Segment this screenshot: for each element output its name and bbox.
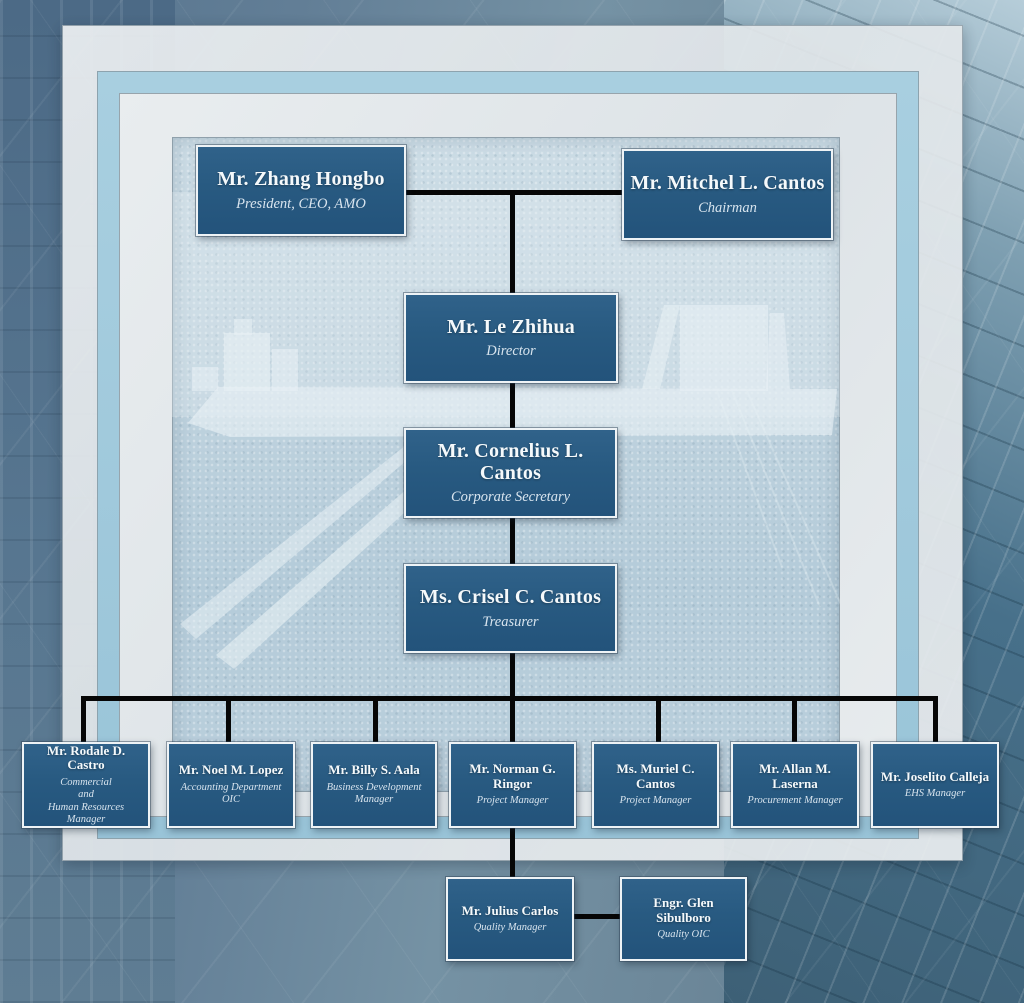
connector-stub-7 (933, 696, 938, 744)
person-title: Procurement Manager (747, 795, 843, 807)
person-name: Ms. Crisel C. Cantos (419, 586, 602, 609)
org-node-chairman: Mr. Mitchel L. Cantos Chairman (622, 149, 833, 240)
person-name: Mr. Norman G. Ringor (469, 761, 556, 791)
connector-distribution-bus (81, 696, 938, 701)
person-name: Mr. Julius Carlos (461, 902, 559, 918)
person-title: Corporate Secretary (450, 489, 571, 506)
org-node-hr-manager: Mr. Rodale D. Castro Commercial and Huma… (22, 742, 150, 828)
org-node-procurement-manager: Mr. Allan M. Laserna Procurement Manager (731, 742, 859, 828)
person-title: Project Manager (619, 795, 692, 807)
connector-stub-3 (373, 696, 378, 744)
org-node-project-manager-1: Mr. Norman G. Ringor Project Manager (449, 742, 576, 828)
person-title: Accounting Department OIC (180, 781, 282, 806)
person-title: Commercial and Human Resources Manager (47, 776, 125, 825)
connector-stub-5 (656, 696, 661, 744)
person-name: Mr. Billy S. Aala (328, 762, 420, 778)
org-node-director: Mr. Le Zhihua Director (404, 293, 618, 383)
org-node-corporate-secretary: Mr. Cornelius L. Cantos Corporate Secret… (404, 428, 617, 518)
org-node-quality-oic: Engr. Glen Sibulboro Quality OIC (620, 877, 747, 961)
person-name: Mr. Allan M. Laserna (759, 761, 831, 791)
org-node-treasurer: Ms. Crisel C. Cantos Treasurer (404, 564, 617, 653)
connector-quality-horizontal (571, 914, 622, 919)
connector-stub-6 (792, 696, 797, 744)
person-name: Mr. Mitchel L. Cantos (630, 172, 825, 195)
person-name: Mr. Noel M. Lopez (178, 762, 284, 778)
person-name: Engr. Glen Sibulboro (653, 895, 714, 925)
person-title: President, CEO, AMO (236, 195, 366, 212)
person-name: Mr. Zhang Hongbo (217, 168, 385, 191)
connector-director-to-secretary (510, 382, 515, 430)
person-name: Mr. Joselito Calleja (880, 768, 990, 784)
person-name: Ms. Muriel C. Cantos (616, 761, 695, 791)
connector-project-to-quality (510, 826, 515, 880)
org-node-ehs-manager: Mr. Joselito Calleja EHS Manager (871, 742, 999, 828)
connector-stub-2 (226, 696, 231, 744)
person-title: Chairman (698, 199, 757, 216)
person-name: Mr. Rodale D. Castro (46, 742, 126, 773)
connector-stub-1 (81, 696, 86, 744)
person-title: Quality Manager (473, 922, 547, 934)
connector-secretary-to-treasurer (510, 517, 515, 567)
person-title: Quality OIC (657, 929, 710, 941)
person-title: Project Manager (476, 795, 549, 807)
person-title: EHS Manager (904, 788, 966, 800)
person-name: Mr. Cornelius L. Cantos (437, 439, 584, 484)
org-node-president: Mr. Zhang Hongbo President, CEO, AMO (196, 145, 406, 236)
org-node-accounting-oic: Mr. Noel M. Lopez Accounting Department … (167, 742, 295, 828)
org-node-business-development-manager: Mr. Billy S. Aala Business Development M… (311, 742, 437, 828)
connector-top-to-director (510, 190, 515, 294)
person-name: Mr. Le Zhihua (446, 315, 575, 338)
person-title: Business Development Manager (326, 781, 422, 806)
org-node-quality-manager: Mr. Julius Carlos Quality Manager (446, 877, 574, 961)
person-title: Director (486, 343, 536, 360)
org-node-project-manager-2: Ms. Muriel C. Cantos Project Manager (592, 742, 719, 828)
person-title: Treasurer (482, 613, 539, 630)
